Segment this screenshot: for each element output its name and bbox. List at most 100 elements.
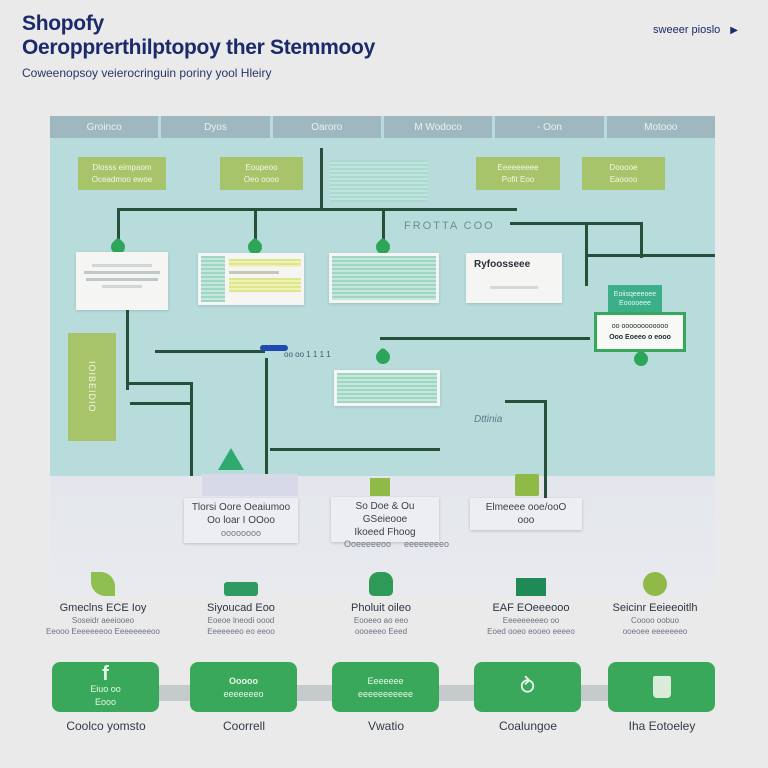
feature-line: Eeeeeeeeeo oo [502, 616, 560, 625]
info-card-2[interactable] [198, 253, 304, 305]
teal-tag-line1: Eoiisqeeeoee [613, 291, 657, 298]
connector-line [585, 222, 588, 256]
connector-line [510, 222, 642, 225]
lower-caption: Ooeeeeeoo [344, 539, 392, 549]
leaf-icon [91, 572, 115, 596]
top-box-line1: Eoupeoo [245, 163, 278, 172]
tab-4[interactable]: M Wodoco [383, 116, 493, 138]
map-place-label: Dttinia [474, 414, 503, 425]
connector-line [117, 208, 517, 211]
top-box-line1: Eeeeeeeee [497, 163, 539, 172]
feature-title: Siyoucad Eoo [207, 602, 275, 614]
side-label-box[interactable]: IOIBEIDIO [68, 333, 116, 441]
gear-icon [643, 572, 667, 596]
info-card-4[interactable] [334, 370, 440, 406]
chevron-right-icon: ▶ [730, 24, 738, 36]
tab-5[interactable]: - Oon [495, 116, 604, 138]
top-box-2[interactable]: Eoupeoo Oeo oooo [220, 157, 303, 190]
teal-tag[interactable]: Eoiisqeeeoee Eooooeee [608, 285, 662, 313]
cargo-icon [516, 578, 546, 596]
tab-bar: Groinco Dyos Oaroro M Wodoco - Oon Motoo… [50, 116, 715, 138]
tab-6[interactable]: Motooo [606, 116, 715, 138]
feature-line: Soseidr aeeiooeo [71, 616, 135, 625]
page-header: Shopofy Oeropprerthilptopoy ther Stemmoo… [22, 12, 375, 60]
top-box-line2: Eaoooo [609, 175, 638, 184]
ship-icon [224, 582, 258, 596]
triangle-marker-icon [218, 448, 244, 470]
facebook-icon: f [102, 663, 109, 685]
step-button-3[interactable]: Eeeeeee eeeeeeeeeee [332, 662, 439, 712]
connector-line [265, 358, 268, 476]
step-button-line: Eeeeeee [367, 675, 404, 686]
step-caption: Coorrell [222, 719, 265, 733]
feature-5: Seicinr Eeieeoitlh Coooo oobuo ooeoee ee… [590, 572, 720, 636]
connector-line [585, 254, 715, 257]
lower-card-line: Elmeeee ooe/ooO ooo [485, 502, 567, 526]
lower-card-2[interactable]: So Doe & Ou GSeieooe Ikoeed Fhoog [331, 497, 439, 542]
tab-3[interactable]: Oaroro [272, 116, 381, 138]
info-card-3[interactable] [329, 253, 439, 303]
connector-line [544, 400, 547, 500]
step-button-1[interactable]: f Eiuo oo Eooo [52, 662, 159, 712]
step-button-4[interactable]: ⥁ [474, 662, 581, 712]
feature-4: EAF EOeeeooo Eeeeeeeeeo oo Eoed ooeo eoo… [466, 572, 596, 636]
connector-line [270, 448, 440, 451]
lower-card-line: oooooooo [220, 528, 262, 538]
faded-info-card [330, 160, 428, 202]
location-marker-icon[interactable] [260, 345, 288, 351]
lower-card-line: Oo loar I OOoo [207, 515, 275, 526]
feature-line: Eeooo Eeeeeeeoo Eeeeeeeeoo [46, 627, 160, 636]
connector-line [585, 256, 588, 286]
tab-1[interactable]: Groinco [50, 116, 159, 138]
step-button-line: eeeeeeeeeee [357, 688, 414, 699]
trash-icon [652, 676, 671, 698]
feature-title: Seicinr Eeieeoitlh [612, 602, 698, 614]
feature-line: Eoed ooeo eooeo eeeeo [487, 627, 575, 636]
lower-card-1[interactable]: Tlorsi Oore Oeaiumoo Oo loar I OOoo oooo… [184, 498, 298, 543]
step-button-2[interactable]: Ooooo eeeeeeeo [190, 662, 297, 712]
step-button-line: eeeeeeeo [223, 688, 264, 699]
connector-line [640, 222, 643, 258]
step-button-line: Eooo [94, 697, 117, 707]
connector-line [126, 310, 129, 390]
plant-icon [369, 572, 393, 596]
top-box-line2: Oceadmoo ewoe [91, 175, 153, 184]
step-button-line: Eiuo oo [90, 684, 121, 694]
box-icon [370, 478, 390, 496]
step-caption: Coolco yomsto [66, 719, 146, 733]
connector-line [130, 402, 192, 405]
feature-line: Eoeoe lneodi oood [207, 616, 275, 625]
highlight-card[interactable]: oo oooooooooooo Ooo Eoeeo o eooo [594, 312, 686, 352]
page-subtitle: Coweenopsoy veierocringuin poriny yool H… [22, 66, 272, 80]
connector-line [505, 400, 545, 403]
feature-line: Eeeeeeeo eo eeoo [207, 627, 275, 636]
top-box-4[interactable]: Dooooe Eaoooo [582, 157, 665, 190]
box-icon [515, 474, 539, 496]
brand-name: Shopofy [22, 12, 104, 35]
top-box-line1: Dlosss eimpaom [92, 163, 152, 172]
step-button-line: Ooooo [229, 675, 258, 686]
lower-card-3[interactable]: Elmeeee ooe/ooO ooo [470, 498, 582, 530]
top-box-line1: Dooooe [609, 163, 638, 172]
top-link-label: sweeer pioslo [653, 24, 721, 36]
connector-line [380, 337, 590, 340]
top-link[interactable]: sweeer pioslo ▶ [653, 24, 738, 36]
lower-caption: eeeeeeeeo [404, 539, 450, 549]
page-title: Oeropprerthilptopoy ther Stemmooy [22, 36, 375, 59]
highlight-bar [229, 278, 301, 292]
highlight-card-line2: Ooo Eoeeo o eooo [609, 334, 671, 341]
feature-3: Pholuit oileo Eooeeo ao eeo oooeeeo Eeed [316, 572, 446, 636]
lower-card-line: Ikoeed Fhoog [354, 527, 416, 538]
info-card-1[interactable] [76, 252, 168, 310]
step-caption: Iha Eotoeley [628, 719, 696, 733]
top-box-1[interactable]: Dlosss eimpaom Oceadmoo ewoe [78, 157, 166, 190]
top-box-3[interactable]: Eeeeeeeee Pofit Eoo [476, 157, 560, 190]
lower-card-line: So Doe & Ou GSeieooe [355, 501, 415, 525]
hook-icon: ⥁ [519, 674, 536, 699]
feature-line: Coooo oobuo [630, 616, 680, 625]
step-button-5[interactable] [608, 662, 715, 712]
callout-card[interactable]: Ryfoosseee [466, 253, 562, 303]
tab-2[interactable]: Dyos [161, 116, 270, 138]
connector-line [382, 208, 385, 244]
feature-line: ooeoee eeeeeeeo [622, 627, 688, 636]
